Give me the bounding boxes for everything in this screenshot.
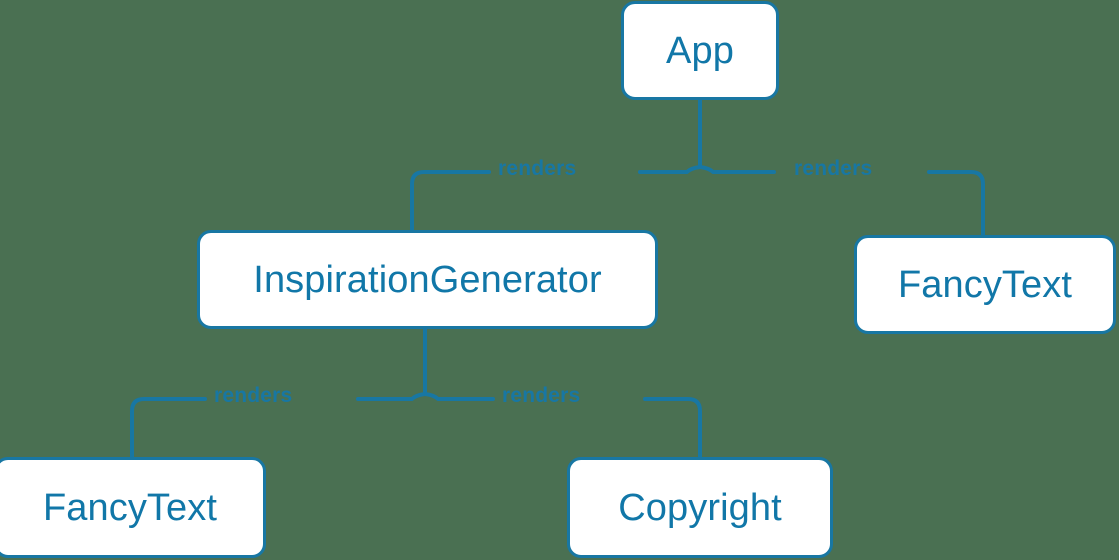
edge-label-inspirationgenerator-fancytext-bottom: renders (214, 384, 293, 407)
edge-label-app-inspirationgenerator: renders (498, 157, 577, 180)
node-fancytext-right[interactable]: FancyText (854, 235, 1116, 334)
node-fancytext-bottom-label: FancyText (42, 486, 218, 529)
node-fancytext-bottom[interactable]: FancyText (0, 457, 266, 558)
edge-inspirationgenerator-to-copyright (423, 392, 702, 459)
edge-app-to-fancytext-right (698, 165, 985, 237)
edge-label-app-fancytext-right: renders (794, 157, 873, 180)
node-copyright[interactable]: Copyright (567, 457, 833, 558)
node-app[interactable]: App (621, 1, 779, 100)
node-inspiration-generator-label: InspirationGenerator (253, 258, 602, 301)
node-app-label: App (666, 29, 734, 72)
edge-label-inspirationgenerator-copyright: renders (502, 384, 581, 407)
node-copyright-label: Copyright (618, 486, 782, 529)
node-fancytext-right-label: FancyText (897, 263, 1073, 306)
node-inspiration-generator[interactable]: InspirationGenerator (197, 230, 658, 329)
